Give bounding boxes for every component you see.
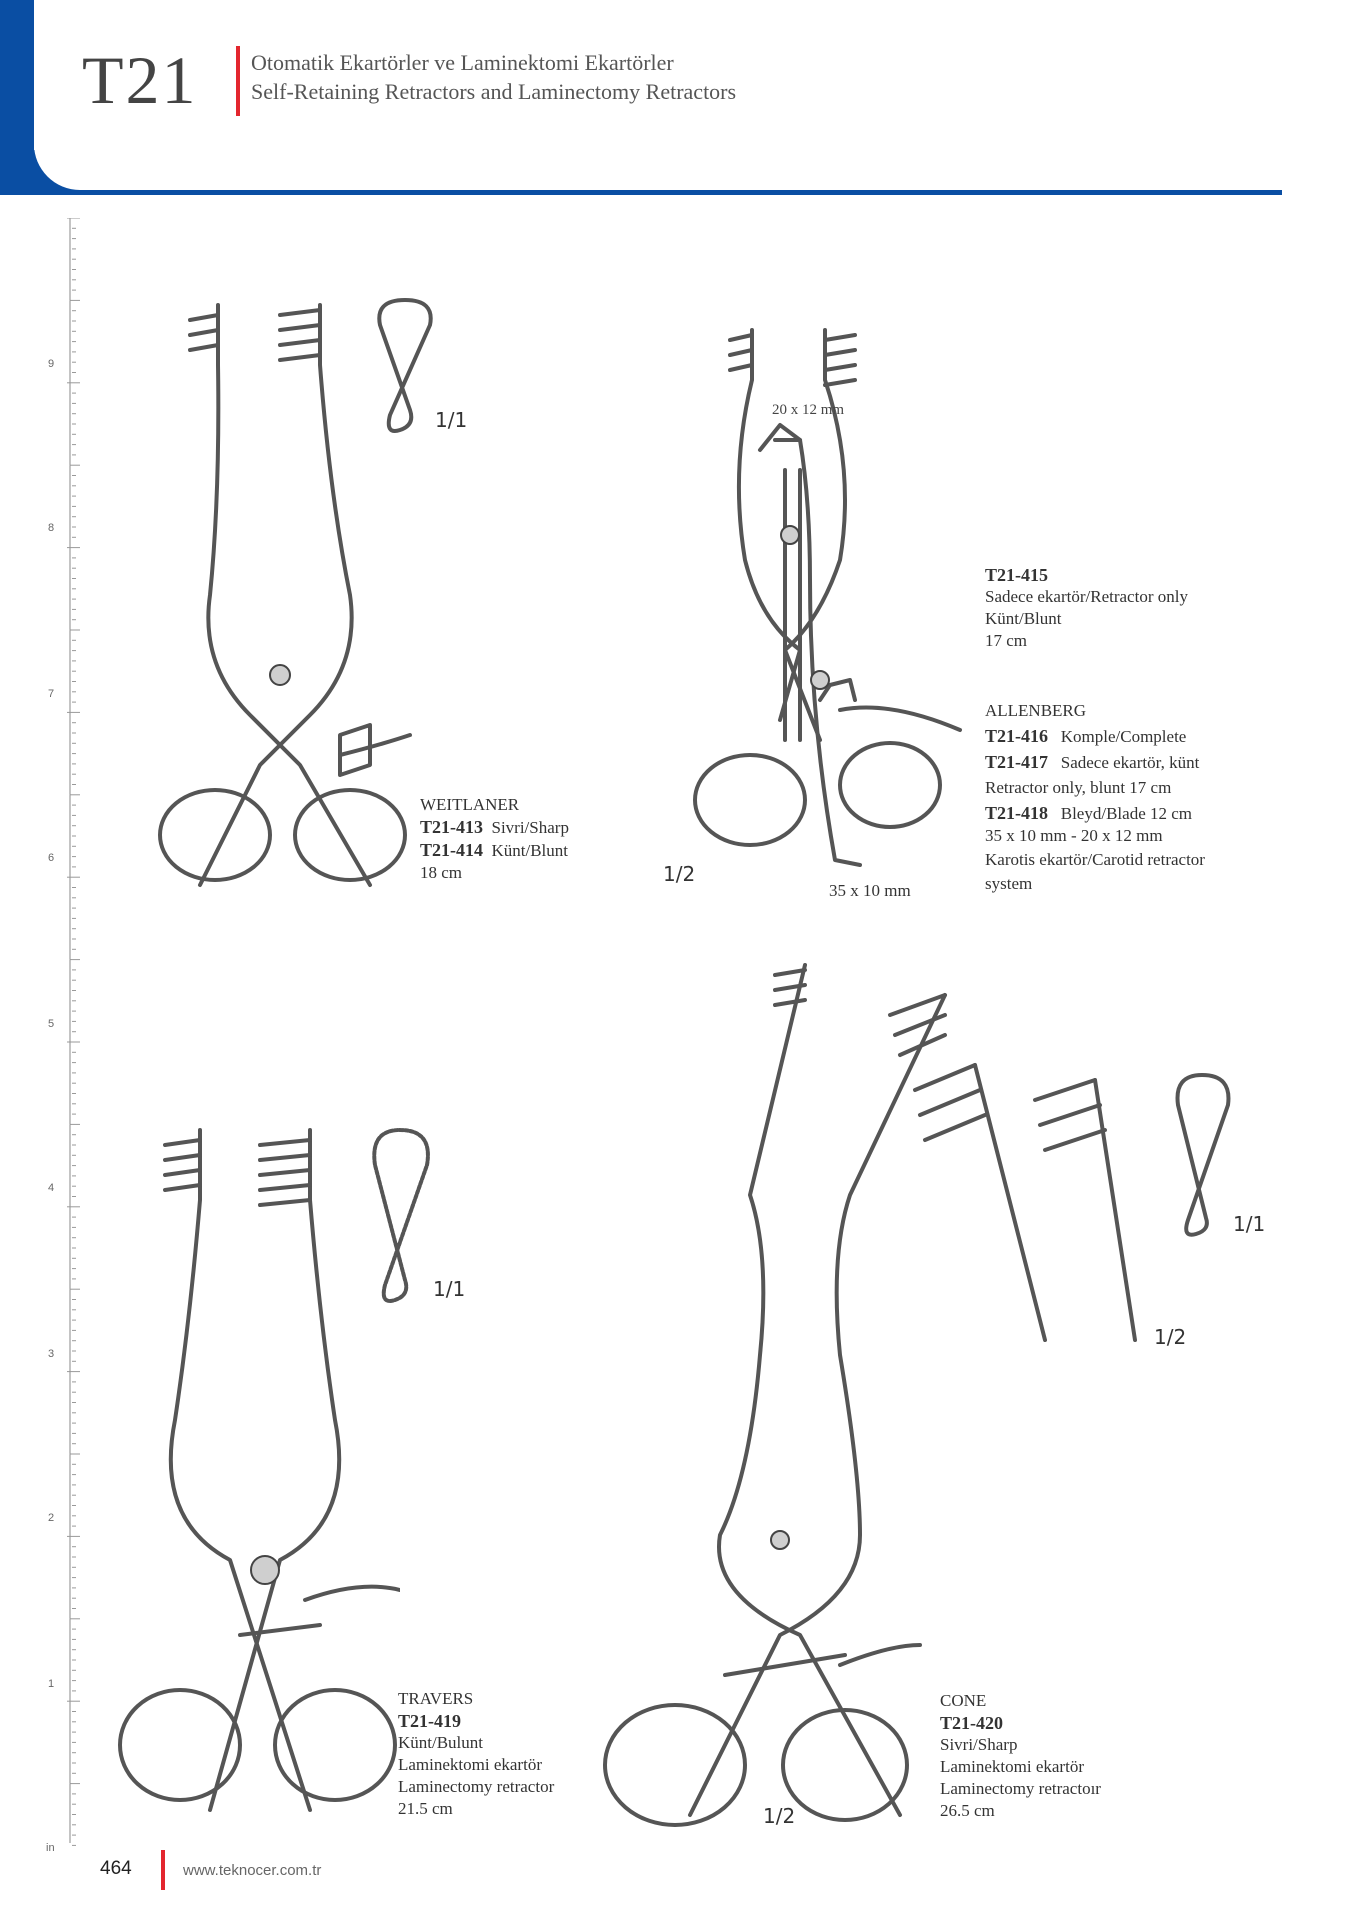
ruler-mark-5: 5 <box>48 1018 55 1030</box>
cone-code: T21-420 <box>940 1713 1003 1733</box>
ruler-mark-6: 6 <box>48 852 55 864</box>
cone-tip-outline-image <box>1175 1073 1231 1237</box>
cone-caption: CONE T21-420 Sivri/Sharp Laminektomi eka… <box>940 1690 1101 1822</box>
travers-detail-scale: 1/1 <box>433 1277 466 1301</box>
allenberg-scale: 1/2 <box>663 862 696 886</box>
ruler-mark-2: 2 <box>48 1512 55 1524</box>
allenberg-item-3: T21-418 Bleyd/Blade 12 cm <box>985 802 1205 825</box>
ruler-ticks <box>67 217 80 1867</box>
chapter-code: T21 <box>82 42 198 118</box>
travers-caption: TRAVERS T21-419 Künt/Bulunt Laminektomi … <box>398 1688 554 1820</box>
travers-line3: Laminectomy retractor <box>398 1777 555 1796</box>
cone-detail-scale-2: 1/2 <box>1154 1325 1187 1349</box>
header-panel <box>34 0 1284 190</box>
allenberg-item-1: T21-416 Komple/Complete <box>985 725 1205 748</box>
t21-415-caption: T21-415 Sadece ekartör/Retractor only Kü… <box>985 564 1188 652</box>
travers-line2: Laminektomi ekartör <box>398 1755 542 1774</box>
ruler-unit: in <box>46 1842 55 1854</box>
travers-size: 21.5 cm <box>398 1799 453 1818</box>
cone-detail-scale-1: 1/1 <box>1233 1212 1266 1236</box>
allenberg-line-retractor: Retractor only, blunt 17 cm <box>985 778 1172 797</box>
travers-code: T21-419 <box>398 1711 461 1731</box>
allenberg-item-2: T21-417 Sadece ekartör, künt <box>985 751 1205 774</box>
allenberg-caption: ALLENBERG T21-416 Komple/Complete T21-41… <box>985 700 1205 895</box>
cone-size: 26.5 cm <box>940 1801 995 1820</box>
product-code: T21-413 <box>420 817 483 837</box>
cone-line3: Laminectomy retractoır <box>940 1779 1101 1798</box>
product-desc: Komple/Complete <box>1060 727 1187 746</box>
allenberg-line-system: system <box>985 874 1033 893</box>
travers-retractor-image <box>118 1128 400 1812</box>
ruler-mark-8: 8 <box>48 522 55 534</box>
travers-line1: Künt/Bulunt <box>398 1733 484 1752</box>
weitlaner-size: 18 cm <box>420 863 463 882</box>
header-red-marker <box>236 46 240 116</box>
cone-tip-detail-image <box>913 1063 1137 1342</box>
weitlaner-tip-detail-image <box>377 298 433 433</box>
t21-415-code: T21-415 <box>985 565 1048 585</box>
footer-url-link[interactable]: www.teknocer.com.tr <box>183 1862 322 1879</box>
ruler-mark-3: 3 <box>48 1348 55 1360</box>
cone-name: CONE <box>940 1691 987 1710</box>
weitlaner-retractor-image <box>158 303 412 887</box>
footer-red-marker <box>161 1850 165 1890</box>
product-desc: Bleyd/Blade 12 cm <box>1060 804 1193 823</box>
weitlaner-name: WEITLANER <box>420 795 520 814</box>
weitlaner-item-1: T21-413 Sivri/Sharp <box>420 816 569 839</box>
travers-tip-detail-image <box>372 1128 430 1303</box>
blade-top-dimension: 20 x 12 mm <box>772 402 845 418</box>
travers-name: TRAVERS <box>398 1689 474 1708</box>
ruler-mark-7: 7 <box>48 688 55 700</box>
page-number: 464 <box>100 1858 132 1879</box>
weitlaner-caption: WEITLANER T21-413 Sivri/Sharp T21-414 Kü… <box>420 794 569 884</box>
ruler-mark-4: 4 <box>48 1182 55 1194</box>
weitlaner-item-2: T21-414 Künt/Blunt <box>420 839 569 862</box>
page-title-tr: Otomatik Ekartörler ve Laminektomi Ekart… <box>251 50 674 75</box>
t21-415-line2: Künt/Blunt <box>985 609 1062 628</box>
product-code: T21-417 <box>985 752 1048 772</box>
header-rule <box>34 190 1282 195</box>
page-title-en: Self-Retaining Retractors and Laminectom… <box>251 79 737 104</box>
allenberg-line-karotis: Karotis ekartör/Carotid retractor <box>985 850 1205 869</box>
t21-415-line1: Sadece ekartör/Retractor only <box>985 587 1188 606</box>
inch-ruler: 9 8 7 6 5 4 3 2 1 in <box>40 217 80 1867</box>
product-desc: Sivri/Sharp <box>491 818 569 837</box>
cone-line1: Sivri/Sharp <box>940 1735 1018 1754</box>
cone-line2: Laminektomi ekartör <box>940 1757 1084 1776</box>
t21-415-size: 17 cm <box>985 631 1028 650</box>
product-code: T21-418 <box>985 803 1048 823</box>
product-code: T21-414 <box>420 840 483 860</box>
blade-bottom-dimension: 35 x 10 mm <box>829 881 911 900</box>
ruler-mark-9: 9 <box>48 358 55 370</box>
product-desc: Künt/Blunt <box>491 841 569 860</box>
product-desc: Sadece ekartör, künt <box>1060 753 1200 772</box>
allenberg-line-dims: 35 x 10 mm - 20 x 12 mm <box>985 826 1163 845</box>
cone-scale: 1/2 <box>763 1804 796 1828</box>
product-code: T21-416 <box>985 726 1048 746</box>
ruler-mark-1: 1 <box>48 1678 55 1690</box>
cone-retractor-image <box>603 963 947 1827</box>
allenberg-retractor-image <box>693 328 962 867</box>
weitlaner-detail-scale: 1/1 <box>435 408 468 432</box>
allenberg-name: ALLENBERG <box>985 701 1087 720</box>
